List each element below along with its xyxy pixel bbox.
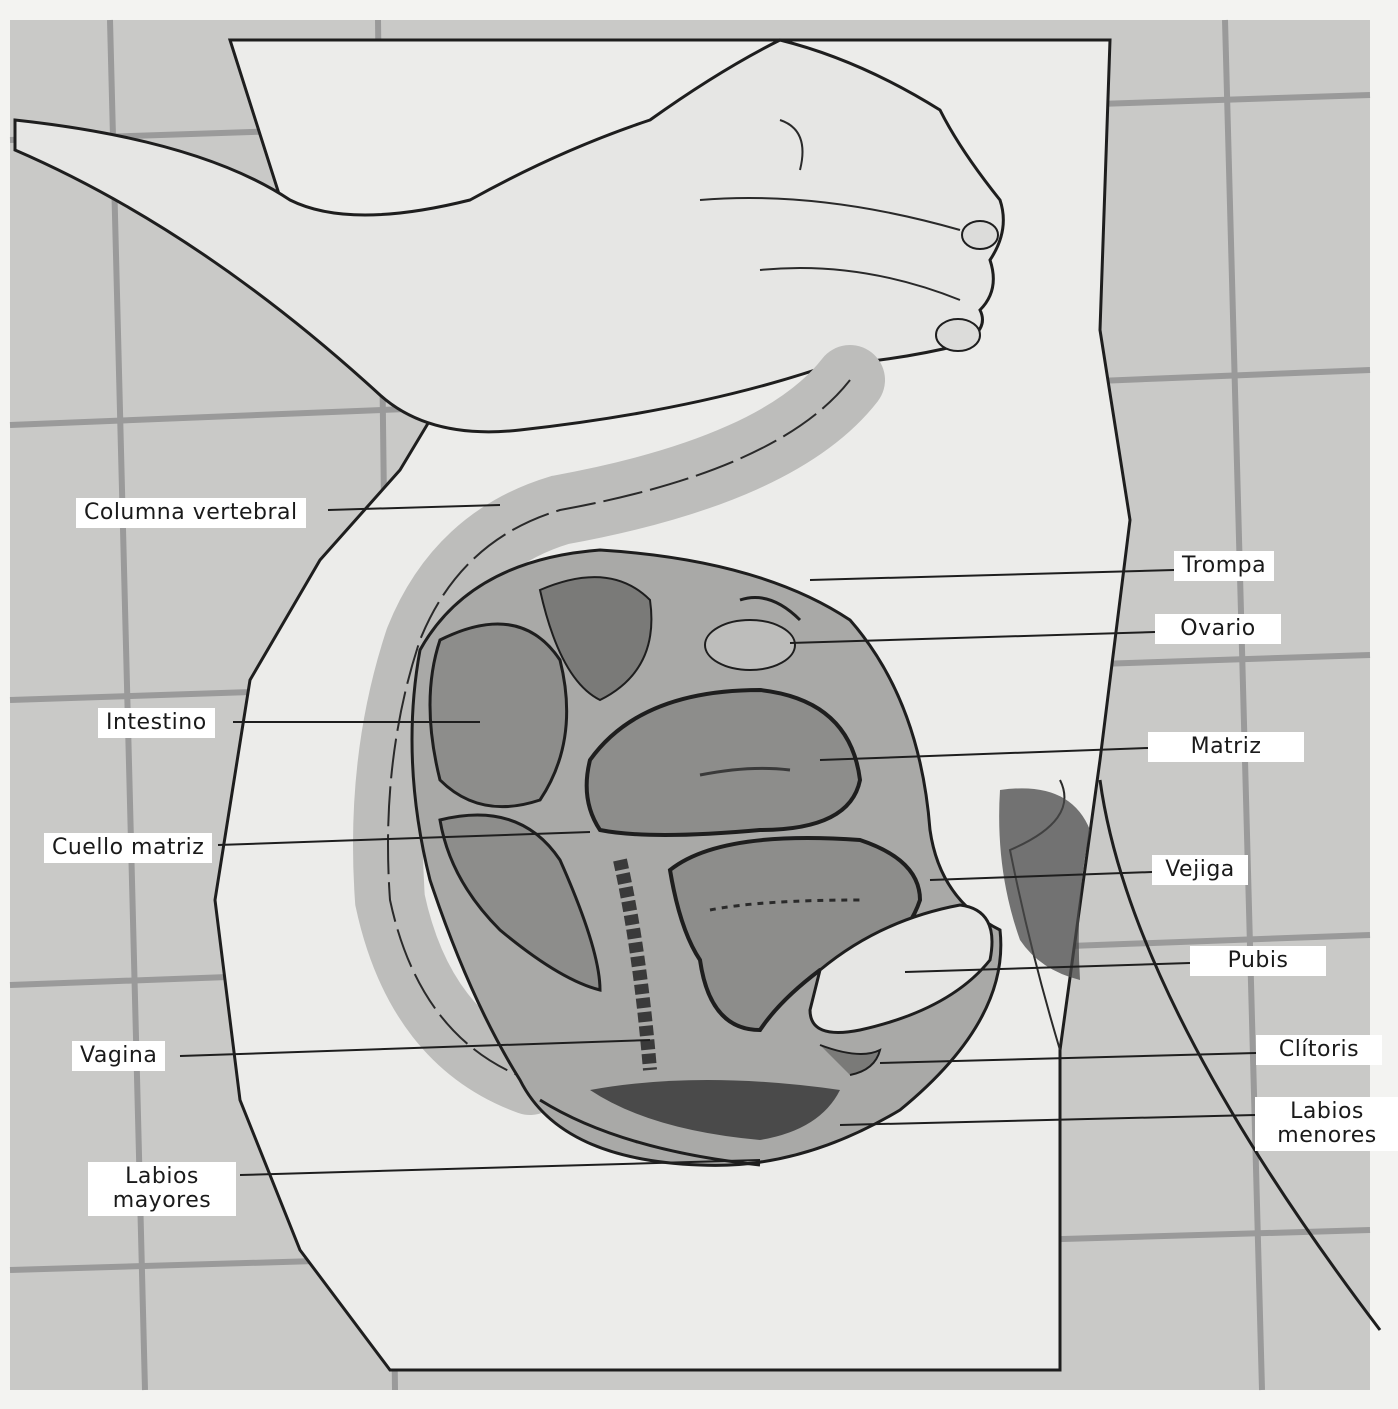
label-ovario: Ovario [1155, 614, 1281, 644]
label-columna-vertebral: Columna vertebral [76, 498, 306, 528]
label-vagina: Vagina [72, 1041, 165, 1071]
label-pubis: Pubis [1190, 946, 1326, 976]
label-cuello-matriz: Cuello matriz [44, 833, 212, 863]
label-intestino: Intestino [98, 708, 215, 738]
label-matriz: Matriz [1148, 732, 1304, 762]
label-vejiga: Vejiga [1152, 855, 1248, 885]
label-labios-mayores-line1: Labios [96, 1165, 228, 1189]
label-labios-mayores: Labios mayores [88, 1162, 236, 1216]
label-labios-menores-line2: menores [1263, 1124, 1391, 1148]
label-trompa: Trompa [1174, 551, 1274, 581]
label-clitoris: Clítoris [1256, 1035, 1382, 1065]
label-labios-menores: Labios menores [1255, 1097, 1398, 1151]
label-labios-menores-line1: Labios [1263, 1100, 1391, 1124]
label-labios-mayores-line2: mayores [96, 1189, 228, 1213]
